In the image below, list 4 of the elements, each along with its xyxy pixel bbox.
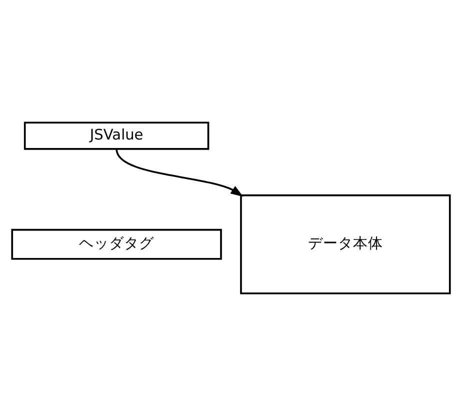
node-box: ヘッダタグ bbox=[11, 228, 222, 260]
node-box: データ本体 bbox=[240, 194, 451, 294]
arrow bbox=[116, 148, 244, 196]
node-box: JSValue bbox=[24, 121, 210, 150]
